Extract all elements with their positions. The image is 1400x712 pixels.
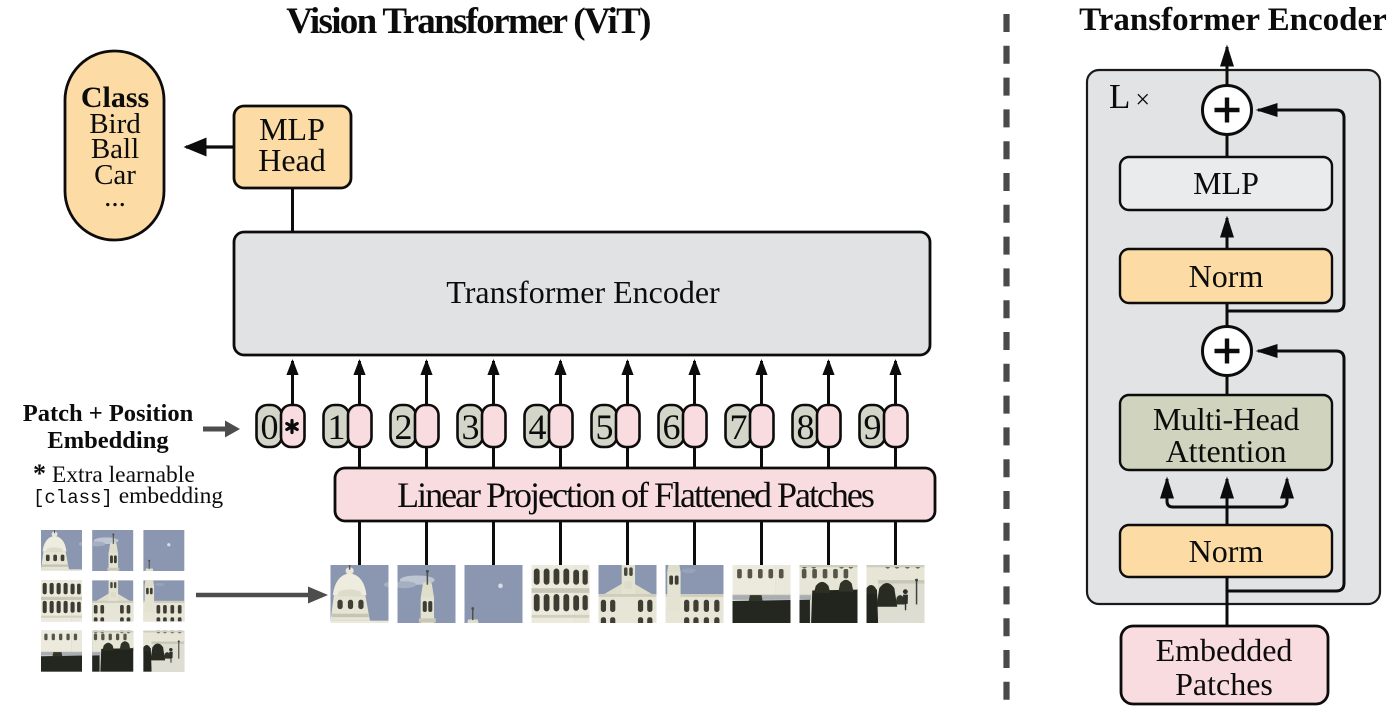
svg-text:Norm: Norm bbox=[1189, 533, 1264, 569]
svg-text:Embedded: Embedded bbox=[1156, 632, 1293, 668]
svg-text:5: 5 bbox=[596, 407, 614, 447]
svg-text:Transformer Encoder: Transformer Encoder bbox=[1079, 2, 1387, 38]
svg-text:1: 1 bbox=[328, 407, 346, 447]
svg-text:Patch + Position: Patch + Position bbox=[23, 400, 194, 427]
svg-text:Transformer Encoder: Transformer Encoder bbox=[446, 274, 720, 310]
svg-text:Car: Car bbox=[94, 159, 136, 191]
svg-text:Multi-Head: Multi-Head bbox=[1153, 401, 1300, 437]
svg-text:2: 2 bbox=[395, 407, 413, 447]
svg-text:9: 9 bbox=[864, 407, 882, 447]
svg-text:Patches: Patches bbox=[1175, 666, 1273, 702]
svg-text:Attention: Attention bbox=[1166, 433, 1287, 469]
svg-text:Ball: Ball bbox=[91, 133, 139, 165]
svg-text:MLP: MLP bbox=[259, 111, 325, 147]
svg-text:* Extra learnable: * Extra learnable bbox=[33, 459, 195, 488]
svg-text:7: 7 bbox=[730, 407, 748, 447]
svg-text:Norm: Norm bbox=[1189, 258, 1264, 294]
svg-text:Head: Head bbox=[258, 142, 326, 178]
svg-text:6: 6 bbox=[663, 407, 681, 447]
svg-text:[class] embedding: [class] embedding bbox=[33, 483, 223, 509]
svg-text:Bird: Bird bbox=[89, 108, 141, 140]
svg-text:L×: L× bbox=[1109, 77, 1150, 116]
svg-text:8: 8 bbox=[797, 407, 815, 447]
svg-text:Linear Projection of Flattened: Linear Projection of Flattened Patches bbox=[397, 475, 874, 515]
svg-text:Vision Transformer (ViT): Vision Transformer (ViT) bbox=[286, 1, 650, 42]
svg-text:3: 3 bbox=[462, 407, 480, 447]
svg-text:...: ... bbox=[104, 181, 126, 213]
svg-text:Embedding: Embedding bbox=[47, 427, 169, 454]
svg-text:4: 4 bbox=[529, 407, 547, 447]
svg-text:Class: Class bbox=[81, 81, 149, 114]
svg-text:MLP: MLP bbox=[1193, 165, 1259, 201]
svg-text:0: 0 bbox=[261, 407, 279, 447]
